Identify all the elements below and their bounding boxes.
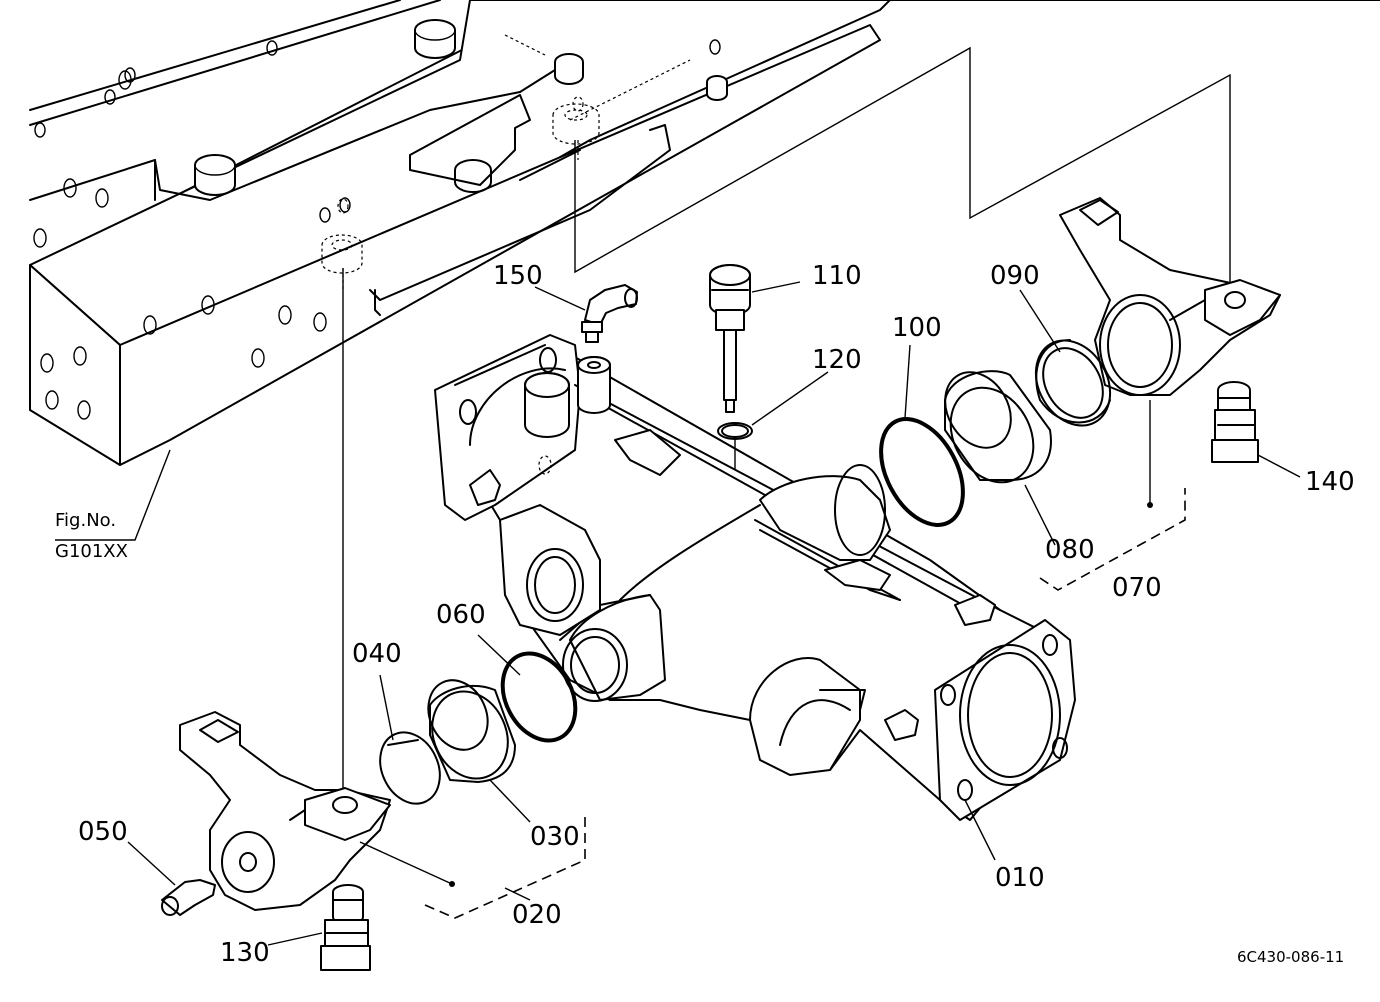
frame-hidden-bushings xyxy=(321,96,600,274)
right-axle-support xyxy=(879,197,1281,527)
callout-090: 090 xyxy=(990,261,1040,291)
leader-lines xyxy=(127,281,1301,946)
drawing-code: 6C430-086-11 xyxy=(1237,948,1344,966)
callout-140: 140 xyxy=(1305,467,1355,497)
figure-reference-line2: G101XX xyxy=(55,541,128,562)
callout-110: 110 xyxy=(812,261,862,291)
figure-reference: Fig.No. G101XX xyxy=(55,449,171,562)
callout-050: 050 xyxy=(78,817,128,847)
assembly-reference-lines xyxy=(342,46,1231,800)
frame-holes xyxy=(33,39,721,420)
callout-030: 030 xyxy=(530,822,580,852)
callout-130: 130 xyxy=(220,938,270,968)
top-small-parts xyxy=(581,264,753,470)
group-brackets xyxy=(359,400,1186,919)
callout-070: 070 xyxy=(1112,573,1162,603)
callout-100: 100 xyxy=(892,313,942,343)
callout-040: 040 xyxy=(352,639,402,669)
callout-labels: 010 020 030 040 050 060 070 080 090 100 … xyxy=(78,261,1355,968)
left-axle-support xyxy=(161,651,578,971)
callout-010: 010 xyxy=(995,863,1045,893)
frame-bosses xyxy=(194,19,728,196)
callout-120: 120 xyxy=(812,345,862,375)
front-axle-housing xyxy=(434,334,1076,821)
callout-020: 020 xyxy=(512,900,562,930)
front-frame xyxy=(29,0,1380,466)
callout-060: 060 xyxy=(436,600,486,630)
callout-150: 150 xyxy=(493,261,543,291)
figure-reference-line1: Fig.No. xyxy=(55,510,116,531)
callout-080: 080 xyxy=(1045,535,1095,565)
